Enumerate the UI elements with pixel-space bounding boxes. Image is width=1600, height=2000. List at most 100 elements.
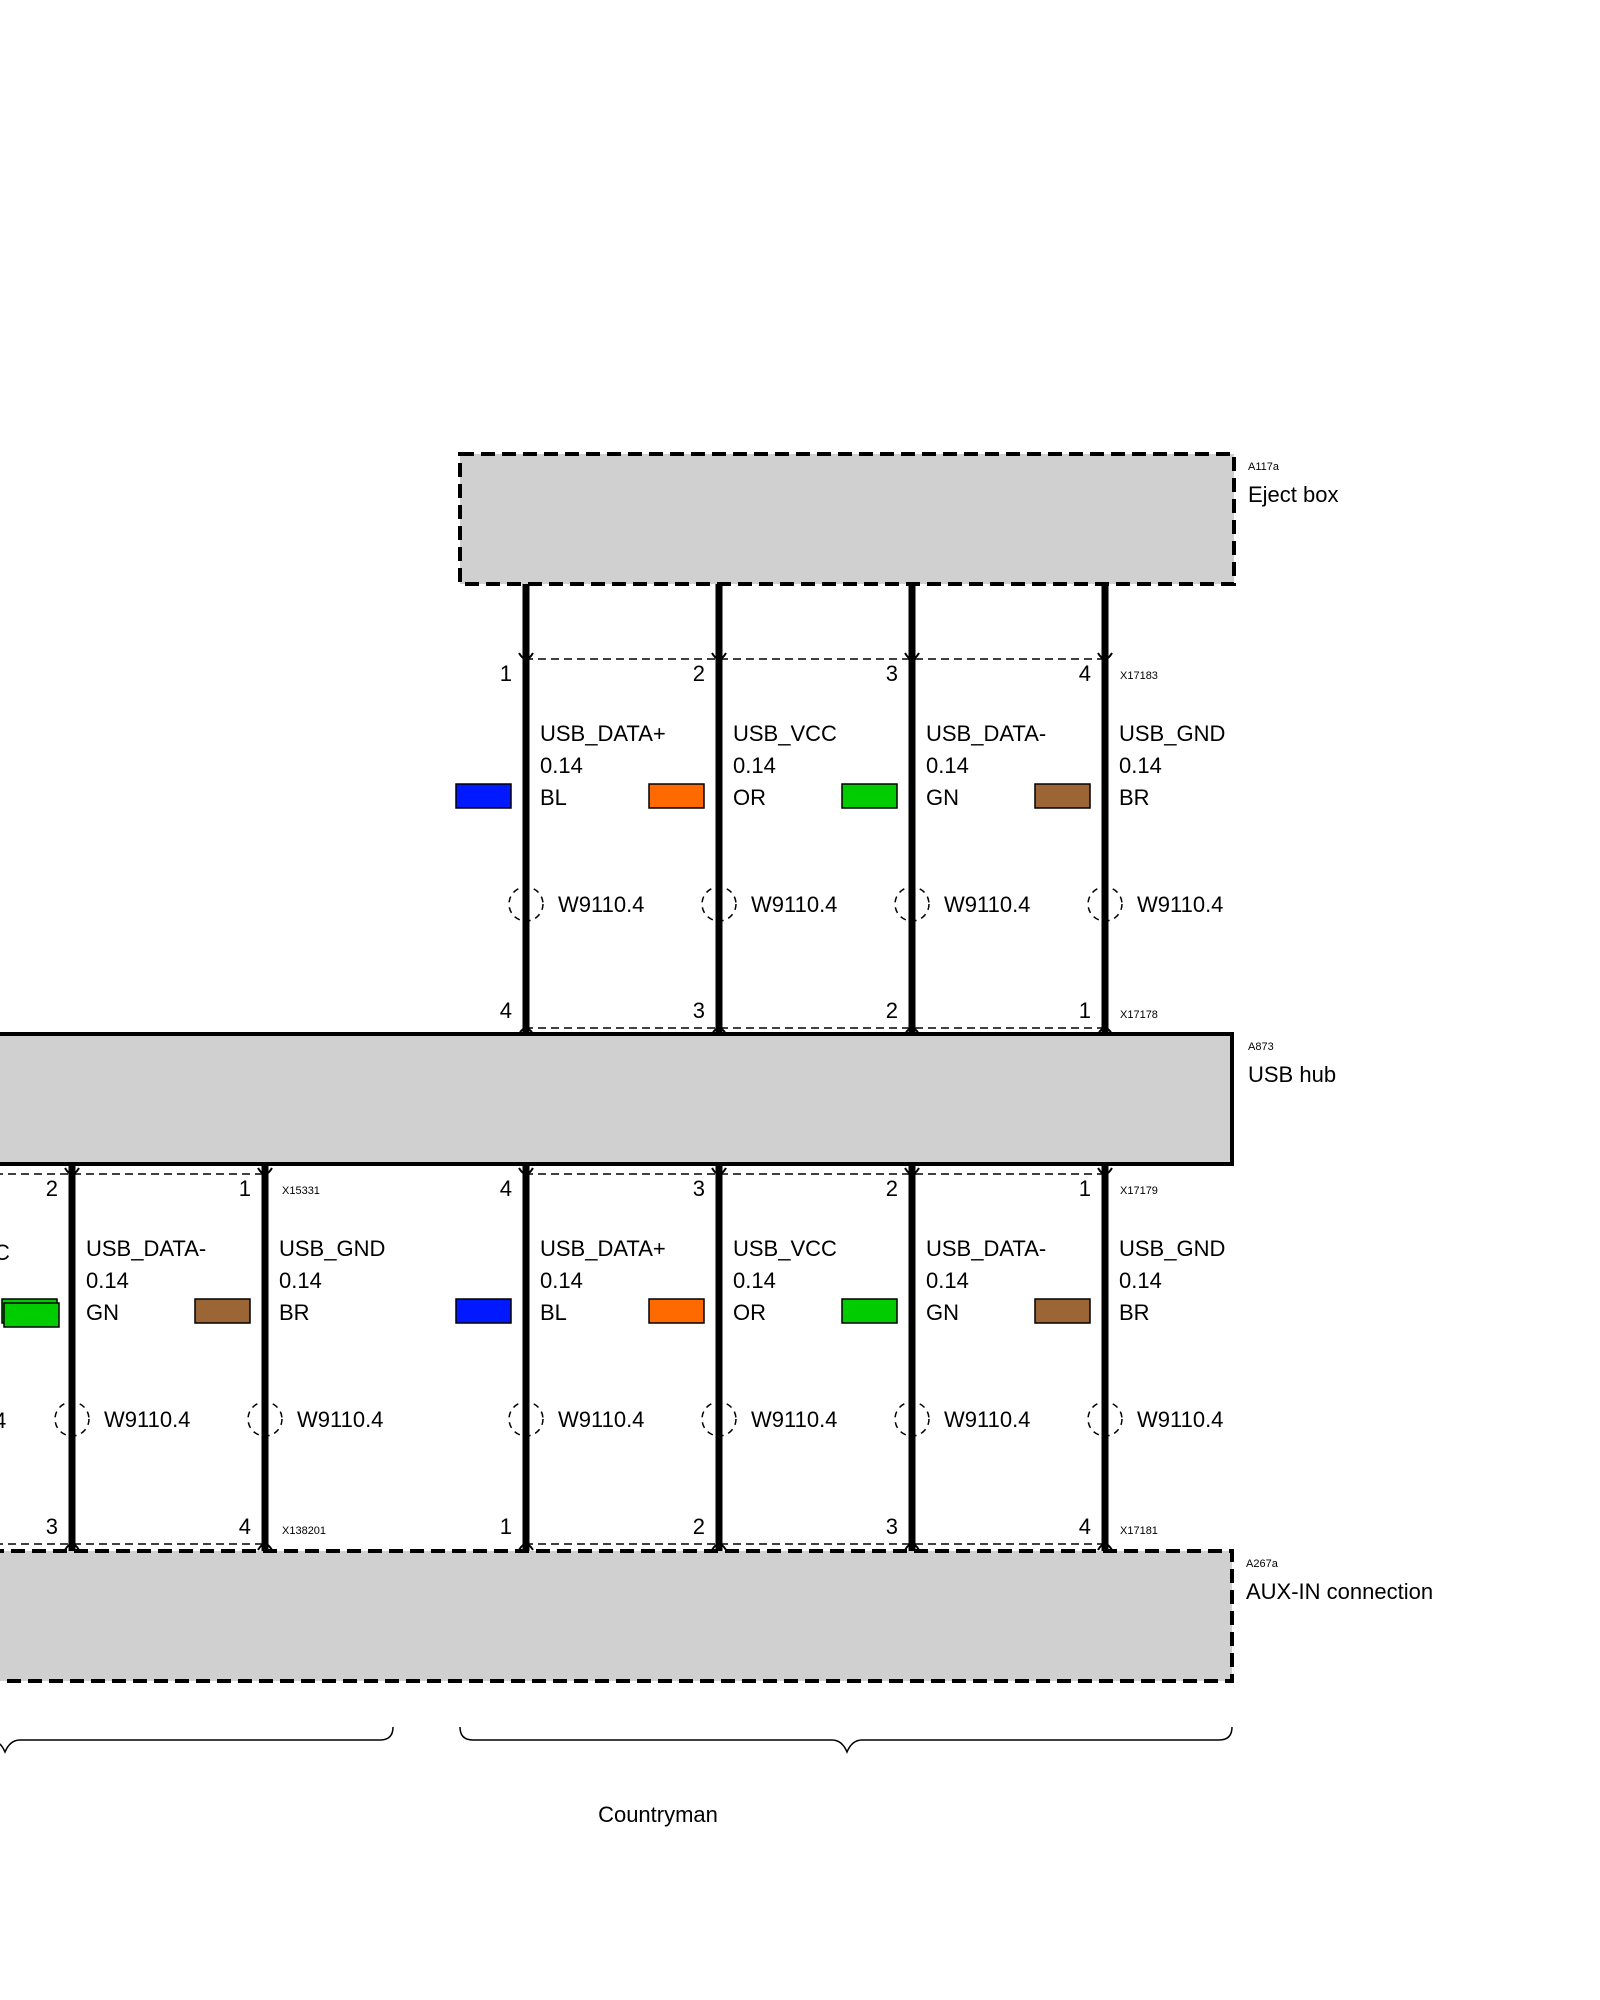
connector-id-x15331: X15331 [282, 1185, 320, 1197]
top-usb-vcc-signal-label: USB_VCC [733, 721, 837, 746]
top-usb-data-shield-icon [508, 886, 544, 922]
connector-id-x17181: X17181 [1120, 1525, 1158, 1537]
bottom-left-usb-gnd-terminal [257, 1167, 273, 1175]
bottom-right-usb-vcc-color-code-label: OR [733, 1300, 766, 1325]
top-usb-data-terminal [904, 1027, 920, 1035]
aux-in-label: AUX-IN connection [1246, 1579, 1433, 1604]
top-usb-gnd-gauge-label: 0.14 [1119, 753, 1162, 778]
top-usb-data-signal-label: USB_DATA- [926, 721, 1046, 746]
top-usb-vcc-color-swatch [648, 783, 705, 809]
top-usb-vcc-terminal [711, 1027, 727, 1035]
bottom-right-usb-vcc-pin-bottom: 2 [693, 1514, 705, 1539]
top-usb-data-gauge-label: 0.14 [540, 753, 583, 778]
top-usb-data-shield-label: W9110.4 [944, 892, 1030, 917]
bottom-right-usb-gnd-pin-bottom: 4 [1079, 1514, 1091, 1539]
bottom-right-usb-gnd-shield-label: W9110.4 [1137, 1407, 1223, 1432]
bottom-left-usb-gnd-pin-top: 1 [239, 1176, 251, 1201]
top-usb-vcc-pin-top: 2 [693, 661, 705, 686]
bottom-right-usb-data-pin-bottom: 3 [886, 1514, 898, 1539]
bottom-right-usb-data-terminal [904, 1167, 920, 1175]
bottom-right-usb-data-pin-bottom: 1 [500, 1514, 512, 1539]
bottom-right-usb-gnd-gauge-label: 0.14 [1119, 1268, 1162, 1293]
bottom-right-usb-vcc-pin-top: 3 [693, 1176, 705, 1201]
bottom-right-usb-data-color-swatch [455, 1298, 512, 1324]
connector-boundaries [0, 658, 1105, 1545]
bottom-left-usb-gnd-terminal [257, 1543, 273, 1551]
top-usb-data-shield-icon [894, 886, 930, 922]
top-usb-data-color-code-label: BL [540, 785, 567, 810]
bottom-left-usb-gnd-color-code-label: BR [279, 1300, 310, 1325]
top-usb-vcc-shield-icon [701, 886, 737, 922]
bottom-left-usb-data-color-code-label: GN [86, 1300, 119, 1325]
bottom-right-usb-vcc-terminal [711, 1167, 727, 1175]
bottom-left-usb-data-terminal [64, 1167, 80, 1175]
bottom-right-usb-gnd-terminal [1097, 1543, 1113, 1551]
wire-group-bottom-right: 41USB_DATA+0.14BLW9110.432USB_VCC0.14ORW… [455, 1164, 1225, 1551]
brace-countryman [459, 1726, 1233, 1754]
top-usb-gnd-color-swatch [1034, 783, 1091, 809]
eject-box [458, 452, 1236, 586]
bottom-right-usb-data-shield-label: W9110.4 [944, 1407, 1030, 1432]
bottom-right-usb-gnd-color-code-label: BR [1119, 1300, 1150, 1325]
bottom-right-usb-gnd-pin-top: 1 [1079, 1176, 1091, 1201]
bottom-right-usb-vcc-terminal [711, 1543, 727, 1551]
bottom-right-usb-data-color-code-label: GN [926, 1300, 959, 1325]
bottom-left-usb-data-signal-label: USB_DATA- [86, 1236, 206, 1261]
bottom-left-usb-gnd-signal-label: USB_GND [279, 1236, 385, 1261]
bottom-right-usb-vcc-shield-icon [701, 1401, 737, 1437]
bottom-right-usb-gnd-color-swatch [1034, 1298, 1091, 1324]
bottom-right-usb-data-terminal [518, 1543, 534, 1551]
bottom-right-usb-data-pin-top: 4 [500, 1176, 512, 1201]
cut-off-shield-fragment: 4 [0, 1408, 6, 1433]
bottom-right-usb-gnd-terminal [1097, 1167, 1113, 1175]
usb-hub-code: A873 [1248, 1041, 1274, 1053]
wire-group-bottom-left: 23USB_DATA-0.14GNW9110.414USB_GND0.14BRW… [1, 1164, 385, 1551]
bottom-right-usb-data-signal-label: USB_DATA+ [540, 1236, 666, 1261]
bottom-left-usb-data-pin-top: 2 [46, 1176, 58, 1201]
bottom-right-usb-vcc-gauge-label: 0.14 [733, 1268, 776, 1293]
bottom-left-usb-data-shield-icon [54, 1401, 90, 1437]
bottom-right-usb-data-signal-label: USB_DATA- [926, 1236, 1046, 1261]
top-usb-vcc-color-code-label: OR [733, 785, 766, 810]
top-usb-gnd-terminal [1097, 1027, 1113, 1035]
top-usb-gnd-signal-label: USB_GND [1119, 721, 1225, 746]
eject-box-label: Eject box [1248, 482, 1339, 507]
brace-left-variant [0, 1726, 394, 1754]
bottom-right-usb-data-shield-icon [894, 1401, 930, 1437]
usb-hub-label: USB hub [1248, 1062, 1336, 1087]
bottom-left-usb-data-pin-bottom: 3 [46, 1514, 58, 1539]
wire-group-top: 14USB_DATA+0.14BLW9110.423USB_VCC0.14ORW… [455, 584, 1225, 1035]
bottom-right-usb-data-terminal [904, 1543, 920, 1551]
bottom-right-usb-vcc-signal-label: USB_VCC [733, 1236, 837, 1261]
top-usb-gnd-pin-top: 4 [1079, 661, 1091, 686]
top-usb-gnd-pin-bottom: 1 [1079, 998, 1091, 1023]
top-usb-gnd-terminal [1097, 652, 1113, 660]
bottom-left-usb-gnd-shield-label: W9110.4 [297, 1407, 383, 1432]
aux-in-code: A267a [1246, 1558, 1279, 1570]
bottom-right-usb-data-shield-icon [508, 1401, 544, 1437]
top-usb-data-shield-label: W9110.4 [558, 892, 644, 917]
connector-id-x138201: X138201 [282, 1525, 326, 1537]
aux-in-box [0, 1549, 1234, 1683]
top-usb-data-pin-bottom: 2 [886, 998, 898, 1023]
top-usb-vcc-pin-bottom: 3 [693, 998, 705, 1023]
top-usb-data-terminal [518, 652, 534, 660]
top-usb-data-terminal [904, 652, 920, 660]
top-usb-data-terminal [518, 1027, 534, 1035]
top-usb-data-pin-top: 3 [886, 661, 898, 686]
bottom-left-usb-gnd-pin-bottom: 4 [239, 1514, 251, 1539]
bottom-right-usb-data-gauge-label: 0.14 [926, 1268, 969, 1293]
bottom-left-usb-data-shield-label: W9110.4 [104, 1407, 190, 1432]
bottom-right-usb-vcc-color-swatch [648, 1298, 705, 1324]
top-usb-vcc-shield-label: W9110.4 [751, 892, 837, 917]
top-usb-vcc-gauge-label: 0.14 [733, 753, 776, 778]
bottom-left-usb-data-gauge-label: 0.14 [86, 1268, 129, 1293]
top-usb-data-signal-label: USB_DATA+ [540, 721, 666, 746]
bottom-right-usb-data-color-swatch [841, 1298, 898, 1324]
